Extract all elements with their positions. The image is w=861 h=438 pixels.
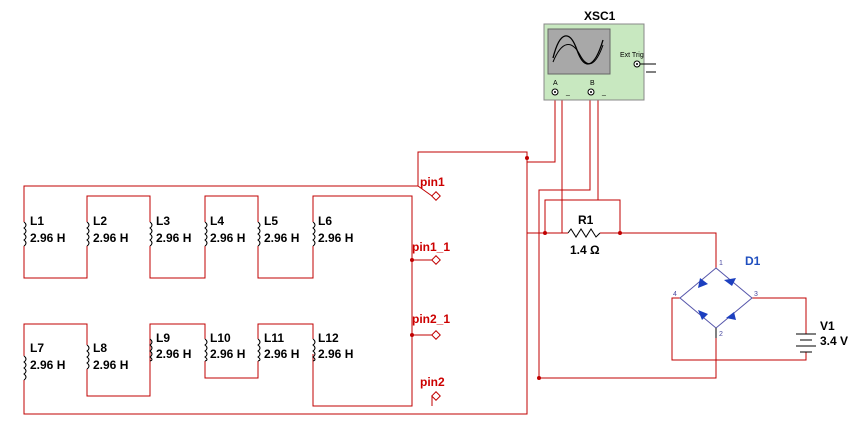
bridge-terminal-1: 1: [719, 260, 723, 267]
channel-a-minus: _: [565, 89, 570, 96]
inductor-l9-name: L9: [156, 331, 170, 345]
pin2-1-connector[interactable]: [431, 330, 441, 340]
resistor-value: 1.4 Ω: [570, 243, 600, 257]
junction-dots: [410, 156, 622, 380]
battery-name: V1: [820, 319, 835, 333]
channel-b-label: B: [590, 80, 595, 87]
inductor-coils: [23, 221, 316, 381]
bridge-terminal-3: 3: [754, 291, 758, 298]
bridge-name: D1: [745, 254, 761, 268]
inductor-l5-value: 2.96 H: [264, 231, 299, 245]
pin1-1-label: pin1_1: [412, 240, 450, 254]
diode-symbol: [698, 278, 708, 288]
bridge-terminal-2: 2: [719, 331, 723, 338]
battery-value: 3.4 V: [820, 334, 848, 348]
inductor-l8-value: 2.96 H: [93, 358, 128, 372]
inductor-l3-name: L3: [156, 214, 170, 228]
pin2-1-label: pin2_1: [412, 312, 450, 326]
inductor-l11-value: 2.96 H: [264, 347, 299, 361]
channel-b-minus: _: [601, 89, 606, 96]
inductor-l8-name: L8: [93, 341, 107, 355]
pin1-connector[interactable]: [431, 191, 441, 201]
ext-trig-label: Ext Trig: [620, 52, 644, 59]
inductor-l2-value: 2.96 H: [93, 231, 128, 245]
inductor-l4-name: L4: [210, 214, 224, 228]
bridge-terminal-4: 4: [673, 291, 677, 298]
wiring: [23, 96, 807, 415]
diode-bridge-d1[interactable]: D1 1 2 3 4: [673, 254, 761, 338]
inductor-l3-value: 2.96 H: [156, 231, 191, 245]
resistor-name: R1: [578, 213, 594, 227]
inductor-l6-name: L6: [318, 214, 332, 228]
pin1-label: pin1: [420, 175, 445, 189]
channel-a-label: A: [553, 80, 558, 87]
inductor-l6-value: 2.96 H: [318, 231, 353, 245]
resistor-r1[interactable]: R1 1.4 Ω: [567, 213, 601, 257]
diode-symbol: [726, 312, 736, 320]
inductor-l5-name: L5: [264, 214, 278, 228]
pin2-label: pin2: [420, 375, 445, 389]
inductor-l12-value: 2.96 H: [318, 347, 353, 361]
sine-wave-icon-2: [552, 44, 604, 65]
pin1-1-connector[interactable]: [431, 255, 441, 265]
inductor-l1-value: 2.96 H: [30, 231, 65, 245]
inductor-l4-value: 2.96 H: [210, 231, 245, 245]
inductor-l11-name: L11: [264, 331, 284, 345]
oscilloscope-xsc1[interactable]: XSC1 Ext Trig A B _ _: [543, 9, 656, 101]
inductor-l1-name: L1: [30, 214, 44, 228]
diode-symbol: [724, 278, 736, 286]
diode-symbol: [698, 310, 708, 320]
oscilloscope-name: XSC1: [584, 9, 616, 23]
inductor-l10-name: L10: [210, 331, 231, 345]
inductor-l9-value: 2.96 H: [156, 347, 191, 361]
inductor-l2-name: L2: [93, 214, 107, 228]
inductor-l7-value: 2.96 H: [30, 358, 65, 372]
inductor-l12-name: L12: [318, 331, 339, 345]
battery-v1[interactable]: V1 3.4 V: [796, 319, 848, 353]
pin2-connector[interactable]: [431, 391, 441, 401]
inductor-l7-name: L7: [30, 341, 44, 355]
inductor-l10-value: 2.96 H: [210, 347, 245, 361]
pin-connectors: pin1 pin1_1 pin2_1 pin2: [412, 175, 450, 401]
inductor-labels: L1 2.96 H L2 2.96 H L3 2.96 H L4 2.96 H …: [30, 214, 353, 372]
